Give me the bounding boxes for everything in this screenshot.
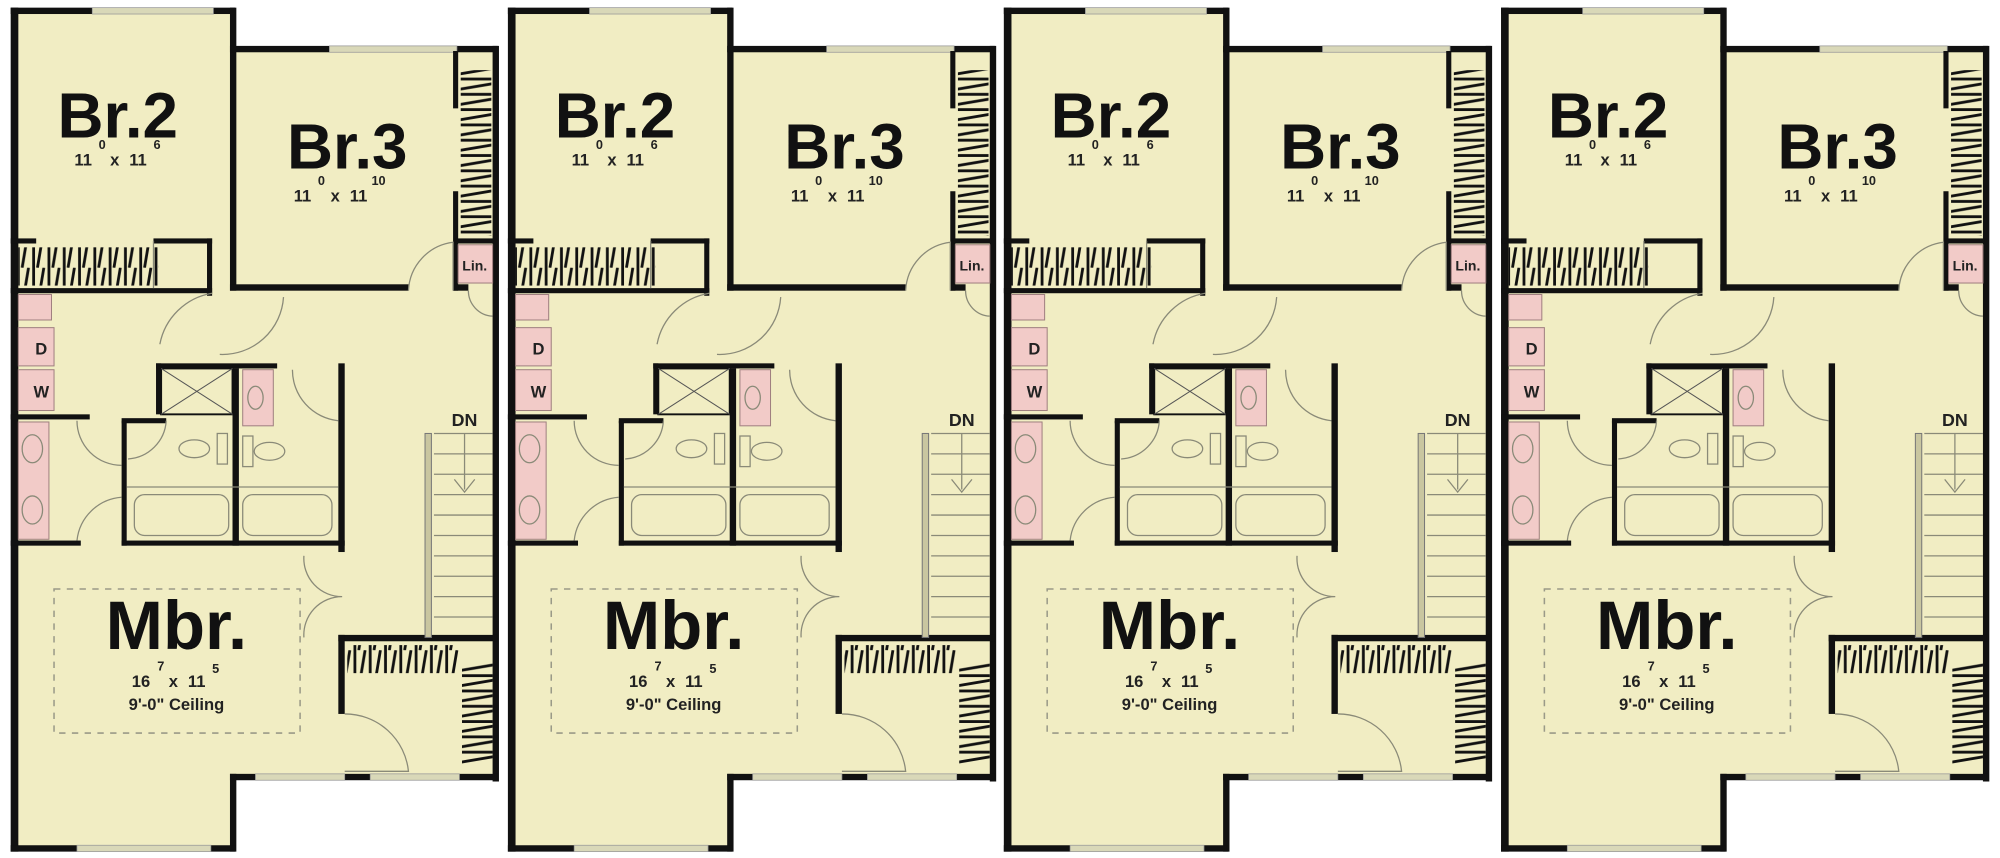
br2-width-in: 0: [99, 137, 106, 152]
room-label-br2: Br.2: [58, 80, 178, 152]
mbr-width: 16: [1125, 672, 1143, 691]
br3-width-in: 0: [815, 173, 822, 188]
ceiling-height-label: 9'-0" Ceiling: [129, 695, 225, 714]
mbr-height-in: 5: [212, 661, 219, 676]
br3-width: 11: [1287, 186, 1305, 205]
mbr-width: 16: [1622, 672, 1640, 691]
mbr-width: 16: [132, 672, 150, 691]
br2-height-in: 6: [153, 137, 160, 152]
mbr-width-in: 7: [157, 659, 164, 674]
room-label-br2: Br.2: [555, 80, 675, 152]
br2-height-in: 6: [651, 137, 658, 152]
room-label-br3: Br.3: [1280, 110, 1400, 182]
br3-width-in: 0: [318, 173, 325, 188]
room-label-mbr: Mbr.: [1099, 587, 1240, 664]
room-label-br2: Br.2: [1548, 80, 1668, 152]
br3-height-in: 10: [371, 173, 385, 188]
br2-width-in: 0: [1092, 137, 1099, 152]
br2-width-in: 0: [596, 137, 603, 152]
ceiling-height-label: 9'-0" Ceiling: [1619, 695, 1715, 714]
br3-width: 11: [791, 186, 809, 205]
br3-by: x: [828, 186, 838, 205]
unit-3: Lin. D W DN Br.2 11 0 x 11 6 Br.3 11 0 x…: [1002, 6, 1494, 853]
br2-by: x: [1600, 151, 1610, 170]
br2-width: 11: [1068, 151, 1086, 170]
linen-label: Lin.: [462, 257, 487, 273]
br2-height-in: 6: [1147, 137, 1154, 152]
room-label-mbr: Mbr.: [603, 587, 744, 664]
br2-height-in: 6: [1644, 137, 1651, 152]
mbr-height: 11: [188, 672, 206, 691]
washer-label: W: [1524, 383, 1540, 402]
mbr-width-in: 7: [1648, 659, 1655, 674]
br2-height: 11: [1620, 151, 1638, 170]
room-label-mbr: Mbr.: [106, 587, 248, 664]
room-label-br3: Br.3: [287, 110, 407, 182]
br2-by: x: [607, 151, 617, 170]
washer-label: W: [33, 383, 49, 402]
mbr-by: x: [666, 672, 676, 691]
mbr-width-in: 7: [1150, 659, 1157, 674]
linen-label: Lin.: [1953, 257, 1978, 273]
br3-by: x: [331, 186, 341, 205]
mbr-by: x: [1162, 672, 1172, 691]
mbr-by: x: [169, 672, 179, 691]
br3-height-in: 10: [1365, 173, 1379, 188]
mbr-width: 16: [629, 672, 647, 691]
br3-height: 11: [350, 186, 368, 205]
mbr-height: 11: [1181, 672, 1199, 691]
dryer-label: D: [533, 339, 545, 358]
br3-height-in: 10: [869, 173, 883, 188]
br3-height-in: 10: [1862, 173, 1876, 188]
dryer-label: D: [1526, 339, 1538, 358]
ceiling-height-label: 9'-0" Ceiling: [1122, 695, 1218, 714]
unit-4: Lin. D W DN Br.2 11 0 x 11 6 Br.3 11 0 x…: [1500, 6, 1991, 853]
br3-height: 11: [1343, 186, 1361, 205]
br2-height: 11: [129, 151, 147, 170]
br2-by: x: [110, 151, 120, 170]
room-label-br3: Br.3: [1777, 110, 1897, 182]
br2-height: 11: [626, 151, 644, 170]
dryer-label: D: [1028, 339, 1040, 358]
br3-by: x: [1324, 186, 1334, 205]
washer-label: W: [531, 383, 547, 402]
br2-by: x: [1103, 151, 1113, 170]
stairs-label: DN: [1445, 410, 1471, 430]
mbr-height: 11: [685, 672, 703, 691]
br3-height: 11: [1840, 186, 1858, 205]
br3-width-in: 0: [1311, 173, 1318, 188]
br2-height: 11: [1122, 151, 1140, 170]
mbr-by: x: [1659, 672, 1669, 691]
mbr-height-in: 5: [709, 661, 716, 676]
br3-width-in: 0: [1808, 173, 1815, 188]
dryer-label: D: [35, 339, 47, 358]
mbr-height-in: 5: [1702, 661, 1709, 676]
br3-height: 11: [847, 186, 865, 205]
room-label-br3: Br.3: [784, 110, 904, 182]
br3-by: x: [1821, 186, 1831, 205]
br3-width: 11: [1784, 186, 1802, 205]
br2-width: 11: [572, 151, 590, 170]
br3-width: 11: [294, 186, 312, 205]
stairs-label: DN: [949, 410, 975, 430]
unit-1: Lin. D W DN Br.2 11 0 x 11 6 Br.3 11 0 x…: [9, 6, 500, 853]
mbr-width-in: 7: [655, 659, 662, 674]
stairs-label: DN: [1942, 410, 1968, 430]
br2-width: 11: [1565, 151, 1583, 170]
mbr-height: 11: [1678, 672, 1696, 691]
linen-label: Lin.: [959, 257, 984, 273]
unit-2: Lin. D W DN Br.2 11 0 x 11 6 Br.3 11 0 x…: [506, 6, 998, 853]
room-label-mbr: Mbr.: [1596, 587, 1738, 664]
linen-label: Lin.: [1455, 257, 1480, 273]
br2-width-in: 0: [1589, 137, 1596, 152]
mbr-height-in: 5: [1205, 661, 1212, 676]
br2-width: 11: [74, 151, 92, 170]
washer-label: W: [1027, 383, 1043, 402]
ceiling-height-label: 9'-0" Ceiling: [626, 695, 722, 714]
room-label-br2: Br.2: [1051, 80, 1171, 152]
stairs-label: DN: [452, 410, 478, 430]
